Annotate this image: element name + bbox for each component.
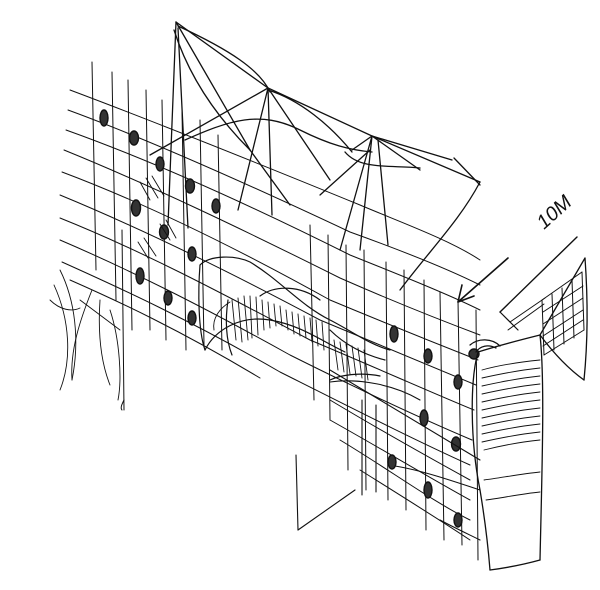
porthole xyxy=(163,290,173,306)
roof-tent-structure xyxy=(149,21,481,291)
porthole xyxy=(128,130,140,146)
porthole xyxy=(423,481,433,499)
rounded-corner-block xyxy=(469,257,588,571)
dimension-label: 10M xyxy=(533,191,577,234)
porthole xyxy=(389,325,399,343)
left-sketch-swooshes xyxy=(49,269,121,401)
porthole xyxy=(158,224,170,240)
porthole xyxy=(130,199,142,217)
porthole xyxy=(387,454,397,470)
facade-portholes xyxy=(99,109,480,528)
dimension-annotation: 10M xyxy=(457,191,578,331)
end-facade-windows xyxy=(507,271,585,356)
porthole xyxy=(423,348,433,364)
porthole xyxy=(184,178,196,194)
porthole xyxy=(187,246,197,262)
porthole xyxy=(187,310,197,326)
facade-vertical-grid xyxy=(91,61,479,561)
void-hatching xyxy=(137,175,369,381)
porthole xyxy=(453,374,463,390)
corner-block-banding xyxy=(481,359,541,501)
porthole xyxy=(419,409,429,427)
porthole xyxy=(135,267,145,285)
porthole xyxy=(453,512,463,528)
porthole xyxy=(211,198,221,214)
porthole xyxy=(99,109,109,127)
lower-facade-base xyxy=(295,369,481,541)
porthole xyxy=(155,156,165,172)
